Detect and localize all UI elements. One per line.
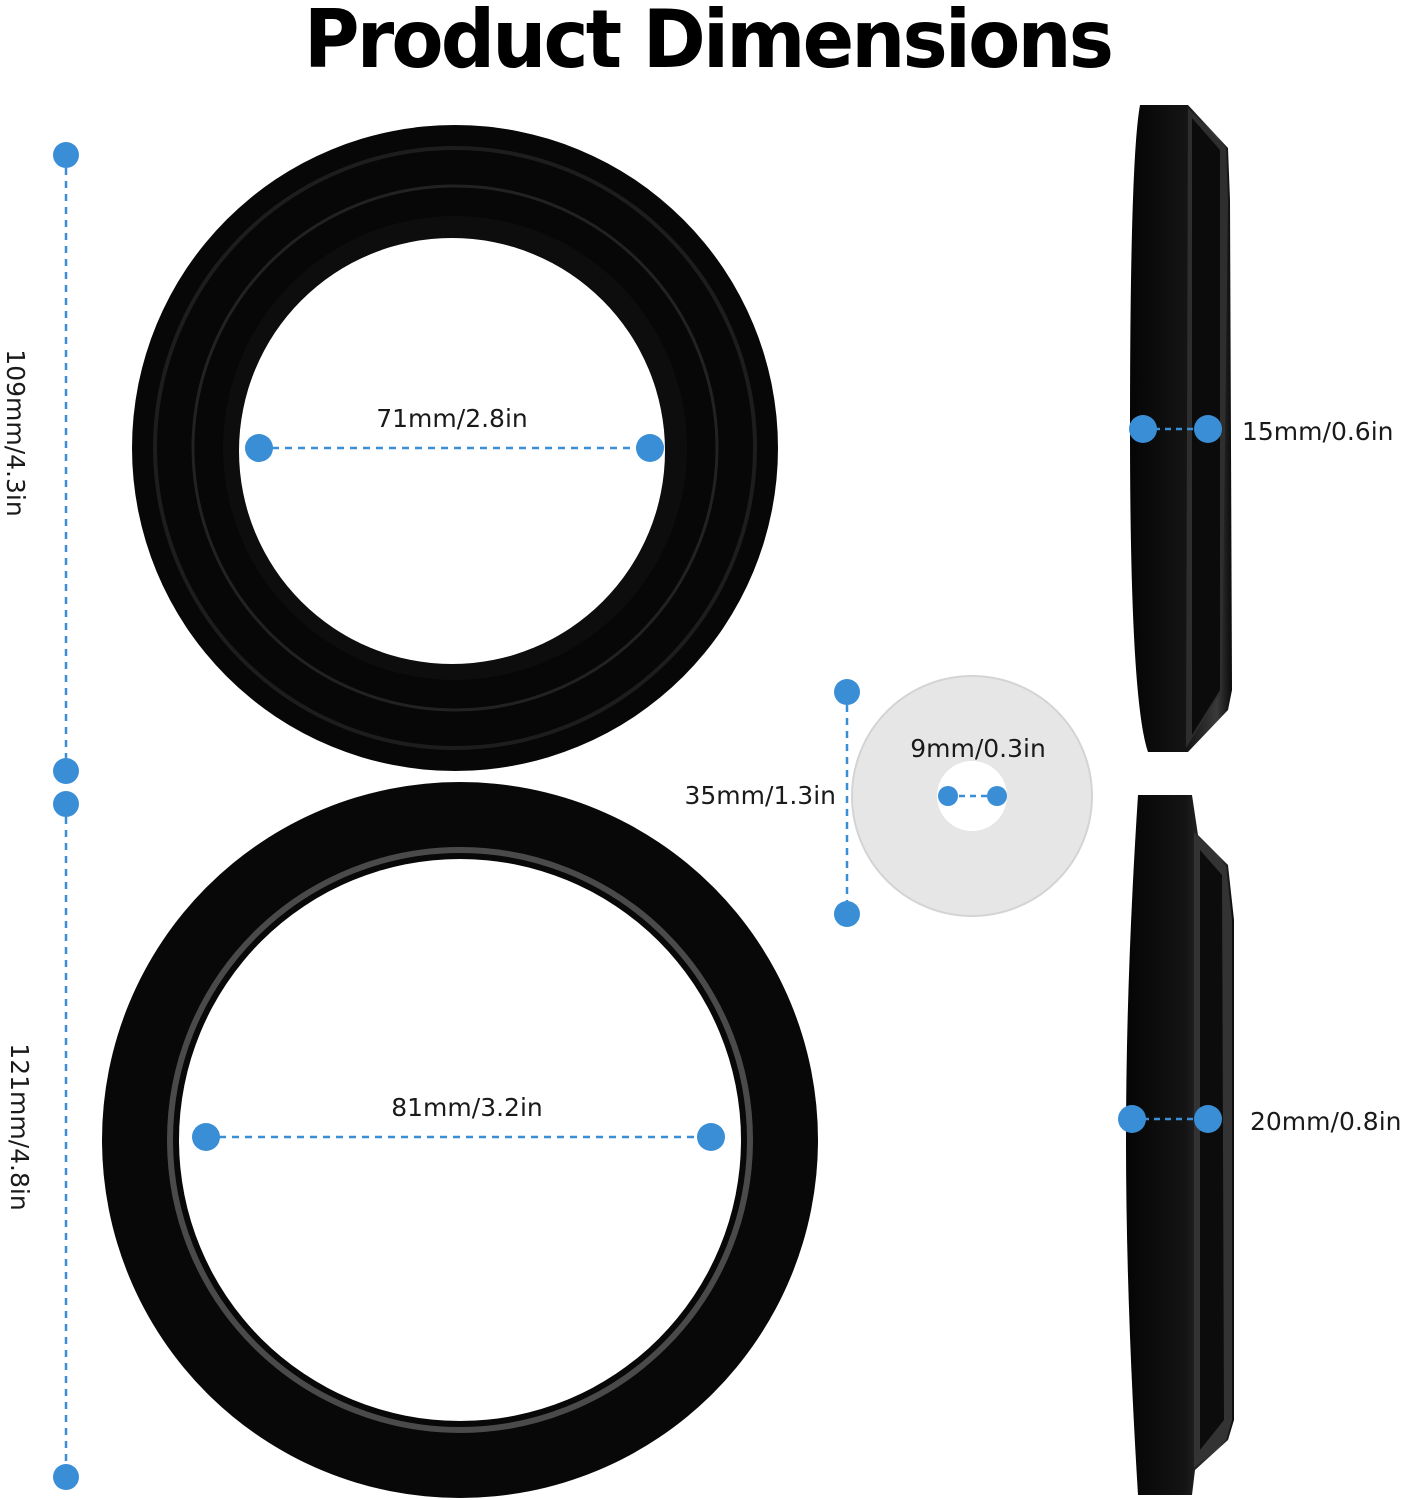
large-ring-side-view: [1126, 795, 1234, 1495]
dimension-dot: [636, 434, 664, 462]
dimension-dot: [245, 434, 273, 462]
washer-hole-label: 9mm/0.3in: [910, 734, 1046, 763]
small-ring-thickness-label: 15mm/0.6in: [1242, 417, 1394, 446]
small-ring-outer-label: 109mm/4.3in: [1, 349, 30, 516]
large-ring-thickness-label: 20mm/0.8in: [1250, 1107, 1402, 1136]
dimension-dot: [1194, 415, 1222, 443]
page-title: Product Dimensions: [303, 0, 1114, 86]
dimension-dot: [1118, 1105, 1146, 1133]
large-gasket-ring: [102, 782, 818, 1498]
dimension-dot: [53, 791, 79, 817]
dimension-dot: [53, 1464, 79, 1490]
large-ring-outer-label: 121mm/4.8in: [5, 1043, 34, 1210]
large-ring-inner-label: 81mm/3.2in: [391, 1093, 543, 1122]
washer-outer-label: 35mm/1.3in: [685, 781, 837, 810]
dimension-dot: [1194, 1105, 1222, 1133]
dimension-dot: [192, 1123, 220, 1151]
dimension-dot: [53, 758, 79, 784]
dimension-dot: [697, 1123, 725, 1151]
small-ring-inner-label: 71mm/2.8in: [376, 404, 528, 433]
dimension-dot: [53, 142, 79, 168]
dimension-dot: [938, 786, 958, 806]
dimension-dot: [834, 679, 860, 705]
dimension-dot: [1129, 415, 1157, 443]
dimension-dot: [987, 786, 1007, 806]
dimension-dot: [834, 901, 860, 927]
